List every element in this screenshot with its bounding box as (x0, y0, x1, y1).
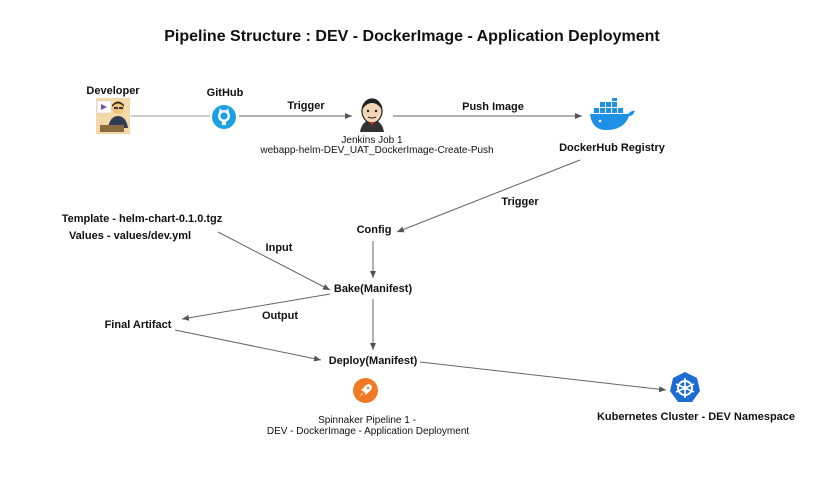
kubernetes-label: Kubernetes Cluster - DEV Namespace (596, 411, 796, 423)
jenkins-job-name: webapp-helm-DEV_UAT_DockerImage-Create-P… (260, 145, 494, 156)
page-title: Pipeline Structure : DEV - DockerImage -… (164, 28, 660, 45)
dockerhub-label: DockerHub Registry (559, 142, 665, 154)
edge-template-bake (217, 231, 331, 291)
values-label: Values - values/dev.yml (68, 230, 192, 242)
edge-label-trigger-1: Trigger (287, 100, 325, 112)
config-label: Config (356, 224, 392, 236)
jenkins-icon (360, 98, 384, 132)
edge-label-push-image: Push Image (462, 101, 524, 113)
edge-bake-final-artifact (181, 293, 331, 321)
edge-label-output: Output (261, 310, 299, 322)
jenkins-label: Jenkins Job 1 (341, 135, 403, 146)
edge-dockerhub-config (396, 159, 581, 233)
bake-label: Bake(Manifest) (333, 283, 413, 295)
developer-icon (96, 98, 130, 134)
github-label: GitHub (206, 87, 244, 99)
spinnaker-icon (353, 378, 378, 403)
deploy-label: Deploy(Manifest) (328, 355, 418, 367)
template-label: Template - helm-chart-0.1.0.tgz (61, 213, 223, 225)
edge-label-input: Input (265, 242, 293, 254)
spinnaker-label: Spinnaker Pipeline 1 - (318, 415, 416, 426)
edge-label-trigger-2: Trigger (501, 196, 539, 208)
edge-final-artifact-deploy (174, 329, 322, 362)
github-icon (212, 105, 236, 129)
spinnaker-pipeline-name: DEV - DockerImage - Application Deployme… (266, 426, 470, 437)
developer-label: Developer (86, 85, 140, 97)
docker-icon (590, 98, 635, 130)
final-artifact-label: Final Artifact (104, 319, 172, 331)
kubernetes-icon (670, 372, 700, 402)
edge-deploy-kubernetes (419, 361, 667, 393)
